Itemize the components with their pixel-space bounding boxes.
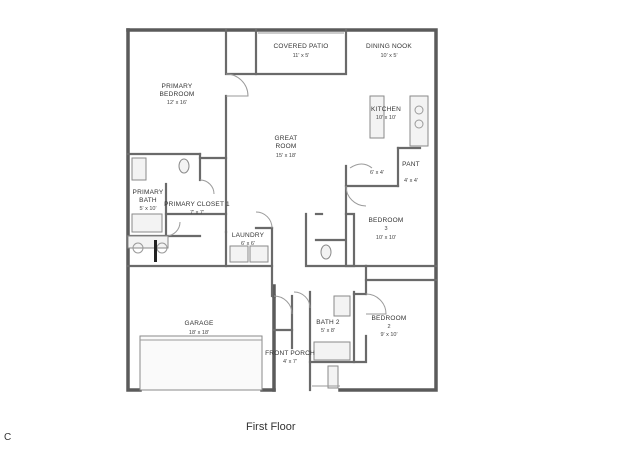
label-bedroom-3: BEDROOM: [369, 217, 404, 224]
num-bedroom-2: 2: [387, 324, 390, 330]
label-great-room-1: GREAT: [275, 135, 298, 142]
label-great-room-2: ROOM: [275, 143, 296, 150]
dim-primary-bath: 5' x 10': [139, 206, 156, 212]
dim-primary-bedroom: 12' x 16': [167, 100, 187, 106]
dim-front-porch: 4' x 7': [283, 359, 297, 365]
label-pantry: PANT: [402, 161, 420, 168]
dim-dining-nook: 10' x 5': [380, 53, 397, 59]
dim-great-room: 15' x 18': [276, 153, 296, 159]
dim-bedroom-3: 10' x 10': [376, 235, 396, 241]
exterior-walls: [126, 28, 438, 392]
room-labels: COVERED PATIO 11' x 5' DINING NOOK 10' x…: [133, 43, 420, 365]
label-primary-bath-1: PRIMARY: [133, 189, 164, 196]
door-swings: [165, 73, 387, 315]
label-dining-nook: DINING NOOK: [366, 43, 412, 50]
label-primary-bedroom-1: PRIMARY: [162, 83, 193, 90]
label-covered-patio: COVERED PATIO: [273, 43, 328, 50]
label-primary-closet: PRIMARY CLOSET 1: [164, 201, 230, 208]
label-front-porch: FRONT PORCH: [265, 350, 315, 357]
label-bath-2: BATH 2: [316, 319, 340, 326]
label-kitchen: KITCHEN: [371, 106, 401, 113]
floor-caption: First Floor: [246, 421, 296, 433]
label-laundry: LAUNDRY: [232, 232, 265, 239]
label-bedroom-2: BEDROOM: [372, 315, 407, 322]
dim-covered-patio: 11' x 5': [293, 53, 310, 59]
dim-kitchen: 10' x 10': [376, 115, 396, 121]
label-garage: GARAGE: [184, 320, 213, 327]
dim-laundry: 6' x 6': [241, 241, 255, 247]
corner-mark: C: [4, 432, 12, 443]
dim-bath-2: 5' x 8': [321, 328, 335, 334]
dim-bedroom-2: 9' x 10': [380, 332, 397, 338]
fixtures: [127, 32, 429, 391]
dim-primary-closet: 7' x 7': [190, 210, 204, 216]
num-bedroom-3: 3: [384, 226, 387, 232]
label-primary-bath-2: BATH: [139, 197, 157, 204]
dim-small-nook: 6' x 4': [370, 170, 384, 176]
dim-pantry: 4' x 4': [404, 178, 418, 184]
label-primary-bedroom-2: BEDROOM: [160, 91, 195, 98]
dim-garage: 18' x 18': [189, 330, 209, 336]
